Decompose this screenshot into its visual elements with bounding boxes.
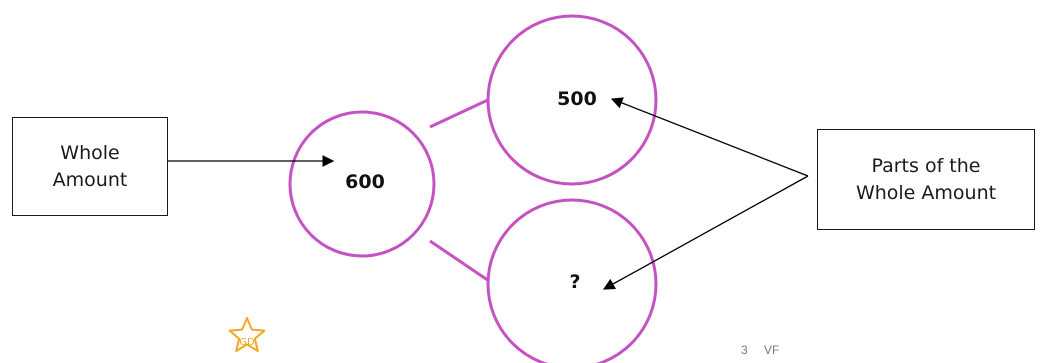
- star-icon: [228, 317, 266, 352]
- parts-arrow-to-bottom: [602, 175, 809, 290]
- parts-label-box: Parts of the Whole Amount: [817, 129, 1035, 230]
- whole-circle: [288, 110, 436, 258]
- footer-code: VF: [764, 343, 780, 357]
- parts-arrow-to-top: [610, 97, 809, 177]
- whole-amount-label-box: Whole Amount: [12, 117, 168, 216]
- parts-label-line1: Parts of the: [871, 154, 981, 177]
- parts-label-line2: Whole Amount: [855, 181, 997, 204]
- gd-badge-text: GD: [239, 337, 255, 348]
- bottom-part-circle: [486, 198, 658, 363]
- connector-whole-to-bottom-part: [429, 239, 493, 285]
- top-part-circle: [486, 14, 658, 186]
- bottom-part-value: ?: [569, 271, 581, 293]
- whole-amount-label-line1: Whole: [60, 141, 120, 164]
- top-part-value: 500: [557, 88, 597, 110]
- whole-amount-label-line2: Amount: [52, 168, 128, 191]
- whole-value: 600: [345, 171, 385, 193]
- connector-whole-to-top-part: [429, 96, 493, 129]
- page-number: 3: [741, 343, 748, 357]
